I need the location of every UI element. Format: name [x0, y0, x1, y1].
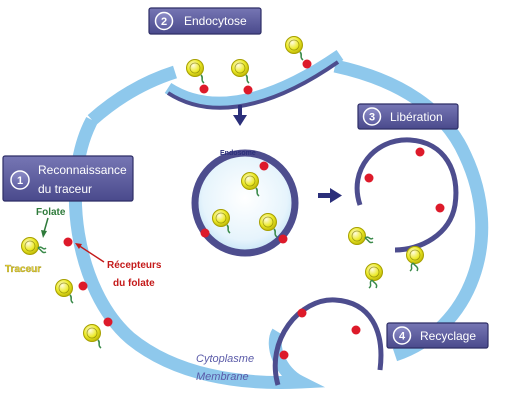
arrow-down-icon [233, 105, 247, 126]
tracer-free-3 [364, 262, 384, 289]
step-number-1: 1 [17, 175, 23, 187]
step-label-2: Endocytose [184, 14, 247, 28]
tracer-left-1 [54, 278, 74, 304]
receptor-release-2 [364, 173, 374, 183]
arrow-folate-icon [41, 217, 49, 238]
cell-membrane [68, 59, 489, 389]
step-label-4: Recyclage [420, 329, 476, 343]
receptor-recycle-1 [297, 308, 307, 318]
tracer-top-1 [185, 58, 205, 84]
step-number-3: 3 [369, 112, 375, 124]
receptor-top-3 [302, 59, 312, 69]
recepteurs-label-line2: du folate [113, 278, 155, 289]
receptor-left-1 [78, 281, 88, 291]
recepteurs-label-line1: Récepteurs [107, 260, 162, 271]
tracer-left-2 [82, 323, 102, 349]
step-badge-2: 2 Endocytose [148, 7, 262, 35]
receptor-top-2 [243, 85, 253, 95]
cytoplasme-label: Cytoplasme [196, 353, 254, 365]
tracer-top-3 [284, 35, 304, 61]
traceur-label: Traceur [5, 264, 41, 275]
receptor-endo-3 [278, 234, 288, 244]
endocytosis-pocket [164, 50, 344, 109]
receptor-endo-1 [259, 161, 269, 171]
receptor-release-3 [435, 203, 445, 213]
step-badge-1: 1 Reconnaissance du traceur [2, 155, 134, 202]
arrow-receptor-icon [75, 243, 105, 263]
step-badge-4: 4 Recyclage [386, 322, 489, 349]
tracer-free-1 [347, 226, 374, 246]
step-badge-3: 3 Libération [357, 103, 459, 130]
receptor-release-1 [415, 147, 425, 157]
receptor-recycle-3 [279, 350, 289, 360]
step-label-1-line1: Reconnaissance [38, 163, 127, 177]
step-label-1-line2: du traceur [38, 182, 92, 196]
step-label-3: Libération [390, 110, 443, 124]
folate-label: Folate [36, 207, 66, 218]
receptor-recycle-2 [351, 325, 361, 335]
tracer-top-2 [230, 58, 250, 84]
tracer-free-2 [405, 245, 425, 272]
recycling-vesicle [272, 297, 384, 386]
receptor-legend [63, 237, 73, 247]
membrane-label: Membrane [196, 371, 249, 383]
endosome-label: Endosome [220, 150, 256, 157]
receptor-top-1 [199, 84, 209, 94]
receptor-left-2 [103, 317, 113, 327]
tracer-legend [20, 236, 47, 256]
arrow-right-icon [318, 188, 342, 203]
receptor-endo-2 [200, 228, 210, 238]
step-number-4: 4 [399, 331, 406, 343]
release-vesicle [354, 137, 459, 253]
step-number-2: 2 [161, 16, 167, 28]
